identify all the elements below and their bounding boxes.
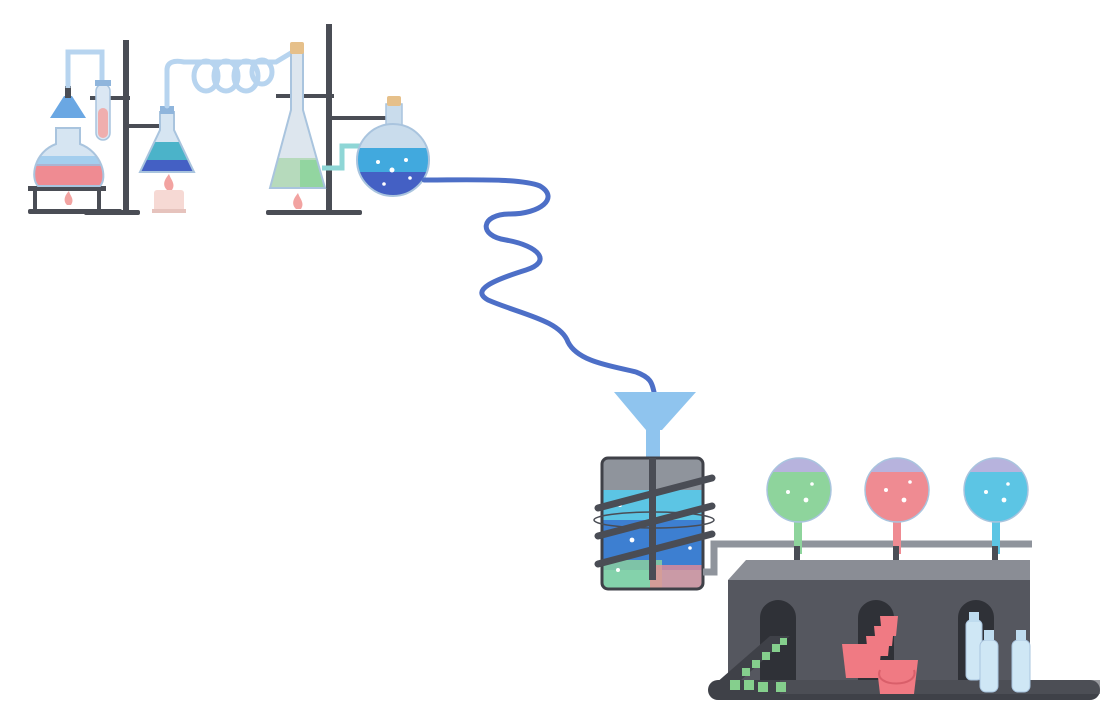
flame-icon: [64, 191, 73, 205]
green-cubes: [730, 638, 787, 692]
storage-globe-pink: [864, 457, 930, 554]
outflow-pipe: [703, 540, 1032, 576]
erlenmeyer-flask-small: [138, 106, 196, 173]
round-flask-blue: [356, 96, 430, 197]
lab-apparatus: [28, 24, 430, 215]
transfer-tube: [421, 177, 657, 395]
water-bottles: [965, 612, 1031, 693]
flame-icon: [293, 193, 303, 209]
mixer-blade: [594, 530, 716, 568]
storage-globe-cyan: [963, 457, 1029, 554]
burner: [152, 174, 186, 213]
connector-tube: [322, 143, 366, 171]
flame-icon: [164, 174, 174, 190]
retort-stand-right: [266, 24, 388, 215]
drip-tube: [65, 49, 105, 88]
pink-buckets: [842, 616, 918, 694]
large-funnel: [614, 392, 696, 458]
mixer-blade: [594, 502, 716, 540]
mixing-tank: [593, 456, 716, 591]
storage-globe-green: [766, 457, 832, 554]
test-tube: [95, 80, 111, 141]
tripod-stand: [28, 186, 122, 214]
mixer-blade: [594, 474, 716, 512]
small-funnel: [50, 86, 86, 118]
coiled-condenser-tube: [164, 47, 299, 109]
